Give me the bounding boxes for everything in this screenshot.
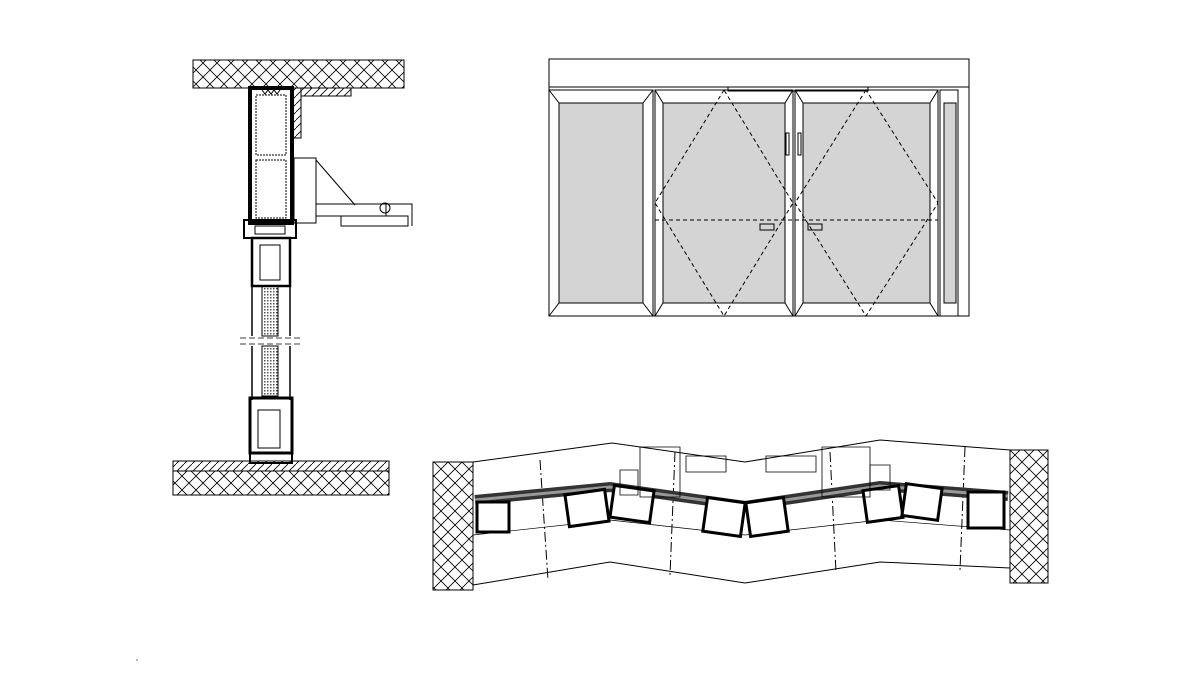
plan-section (432, 439, 1049, 591)
door-closer-arm (293, 157, 413, 227)
stray-dot (136, 659, 138, 661)
floor-slab (172, 470, 390, 496)
front-elevation (548, 58, 970, 317)
profiles (475, 481, 1006, 539)
bottom-rail (248, 396, 294, 455)
fixed-panel-right (939, 89, 959, 317)
head-frame (248, 86, 294, 225)
fixed-panel-left (548, 89, 654, 317)
ceiling-slab (192, 59, 405, 89)
angle-bracket (292, 87, 302, 139)
header-band (548, 58, 970, 88)
vertical-section (172, 59, 413, 496)
door-leaf-right (794, 89, 939, 317)
wall-right (1009, 449, 1049, 584)
door-leaf-left (654, 89, 794, 317)
wall-left (432, 461, 474, 591)
